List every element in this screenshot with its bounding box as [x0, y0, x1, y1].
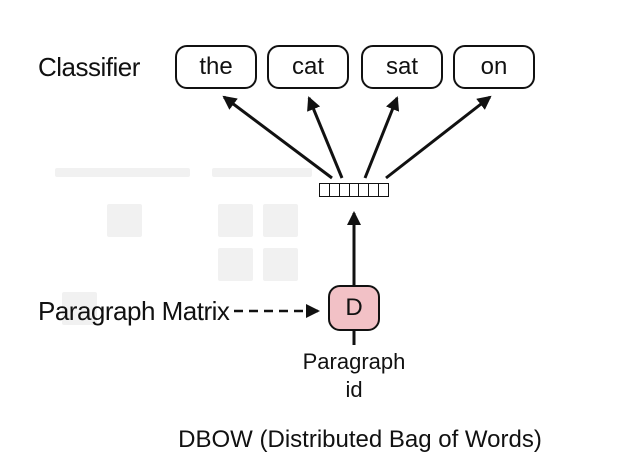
ghost-square [218, 204, 253, 237]
vector-cell [369, 184, 380, 196]
paragraph-id-line1: Paragraph [302, 349, 406, 374]
ghost-square [218, 248, 253, 281]
embedding-vector [319, 183, 389, 197]
arrow-to-sat [363, 96, 400, 179]
arrow-to-cat [307, 96, 344, 179]
ghost-square [62, 292, 97, 325]
paragraph-matrix-label: Paragraph Matrix [38, 296, 230, 326]
vector-cell [379, 184, 388, 196]
ghost-square [263, 204, 298, 237]
word-box-sat: sat [361, 45, 443, 89]
ghost-bar [212, 168, 312, 177]
vector-cell [359, 184, 370, 196]
arrow-to-on [385, 95, 492, 180]
vector-cell [320, 184, 330, 196]
diagram-caption: DBOW (Distributed Bag of Words) [178, 426, 542, 453]
vector-cell [340, 184, 350, 196]
ghost-bar [55, 168, 190, 177]
paragraph-id-line2: id [345, 377, 363, 402]
vector-cell [330, 184, 340, 196]
word-box-on: on [453, 45, 535, 89]
ghost-square [263, 248, 298, 281]
arrow-to-the [222, 95, 333, 180]
paragraph-token-box: D [328, 285, 380, 331]
word-box-the: the [175, 45, 257, 89]
paragraph-id-label: Paragraph id [294, 348, 414, 404]
vector-cell [350, 184, 360, 196]
classifier-label: Classifier [38, 52, 140, 82]
word-box-cat: cat [267, 45, 349, 89]
ghost-square [107, 204, 142, 237]
